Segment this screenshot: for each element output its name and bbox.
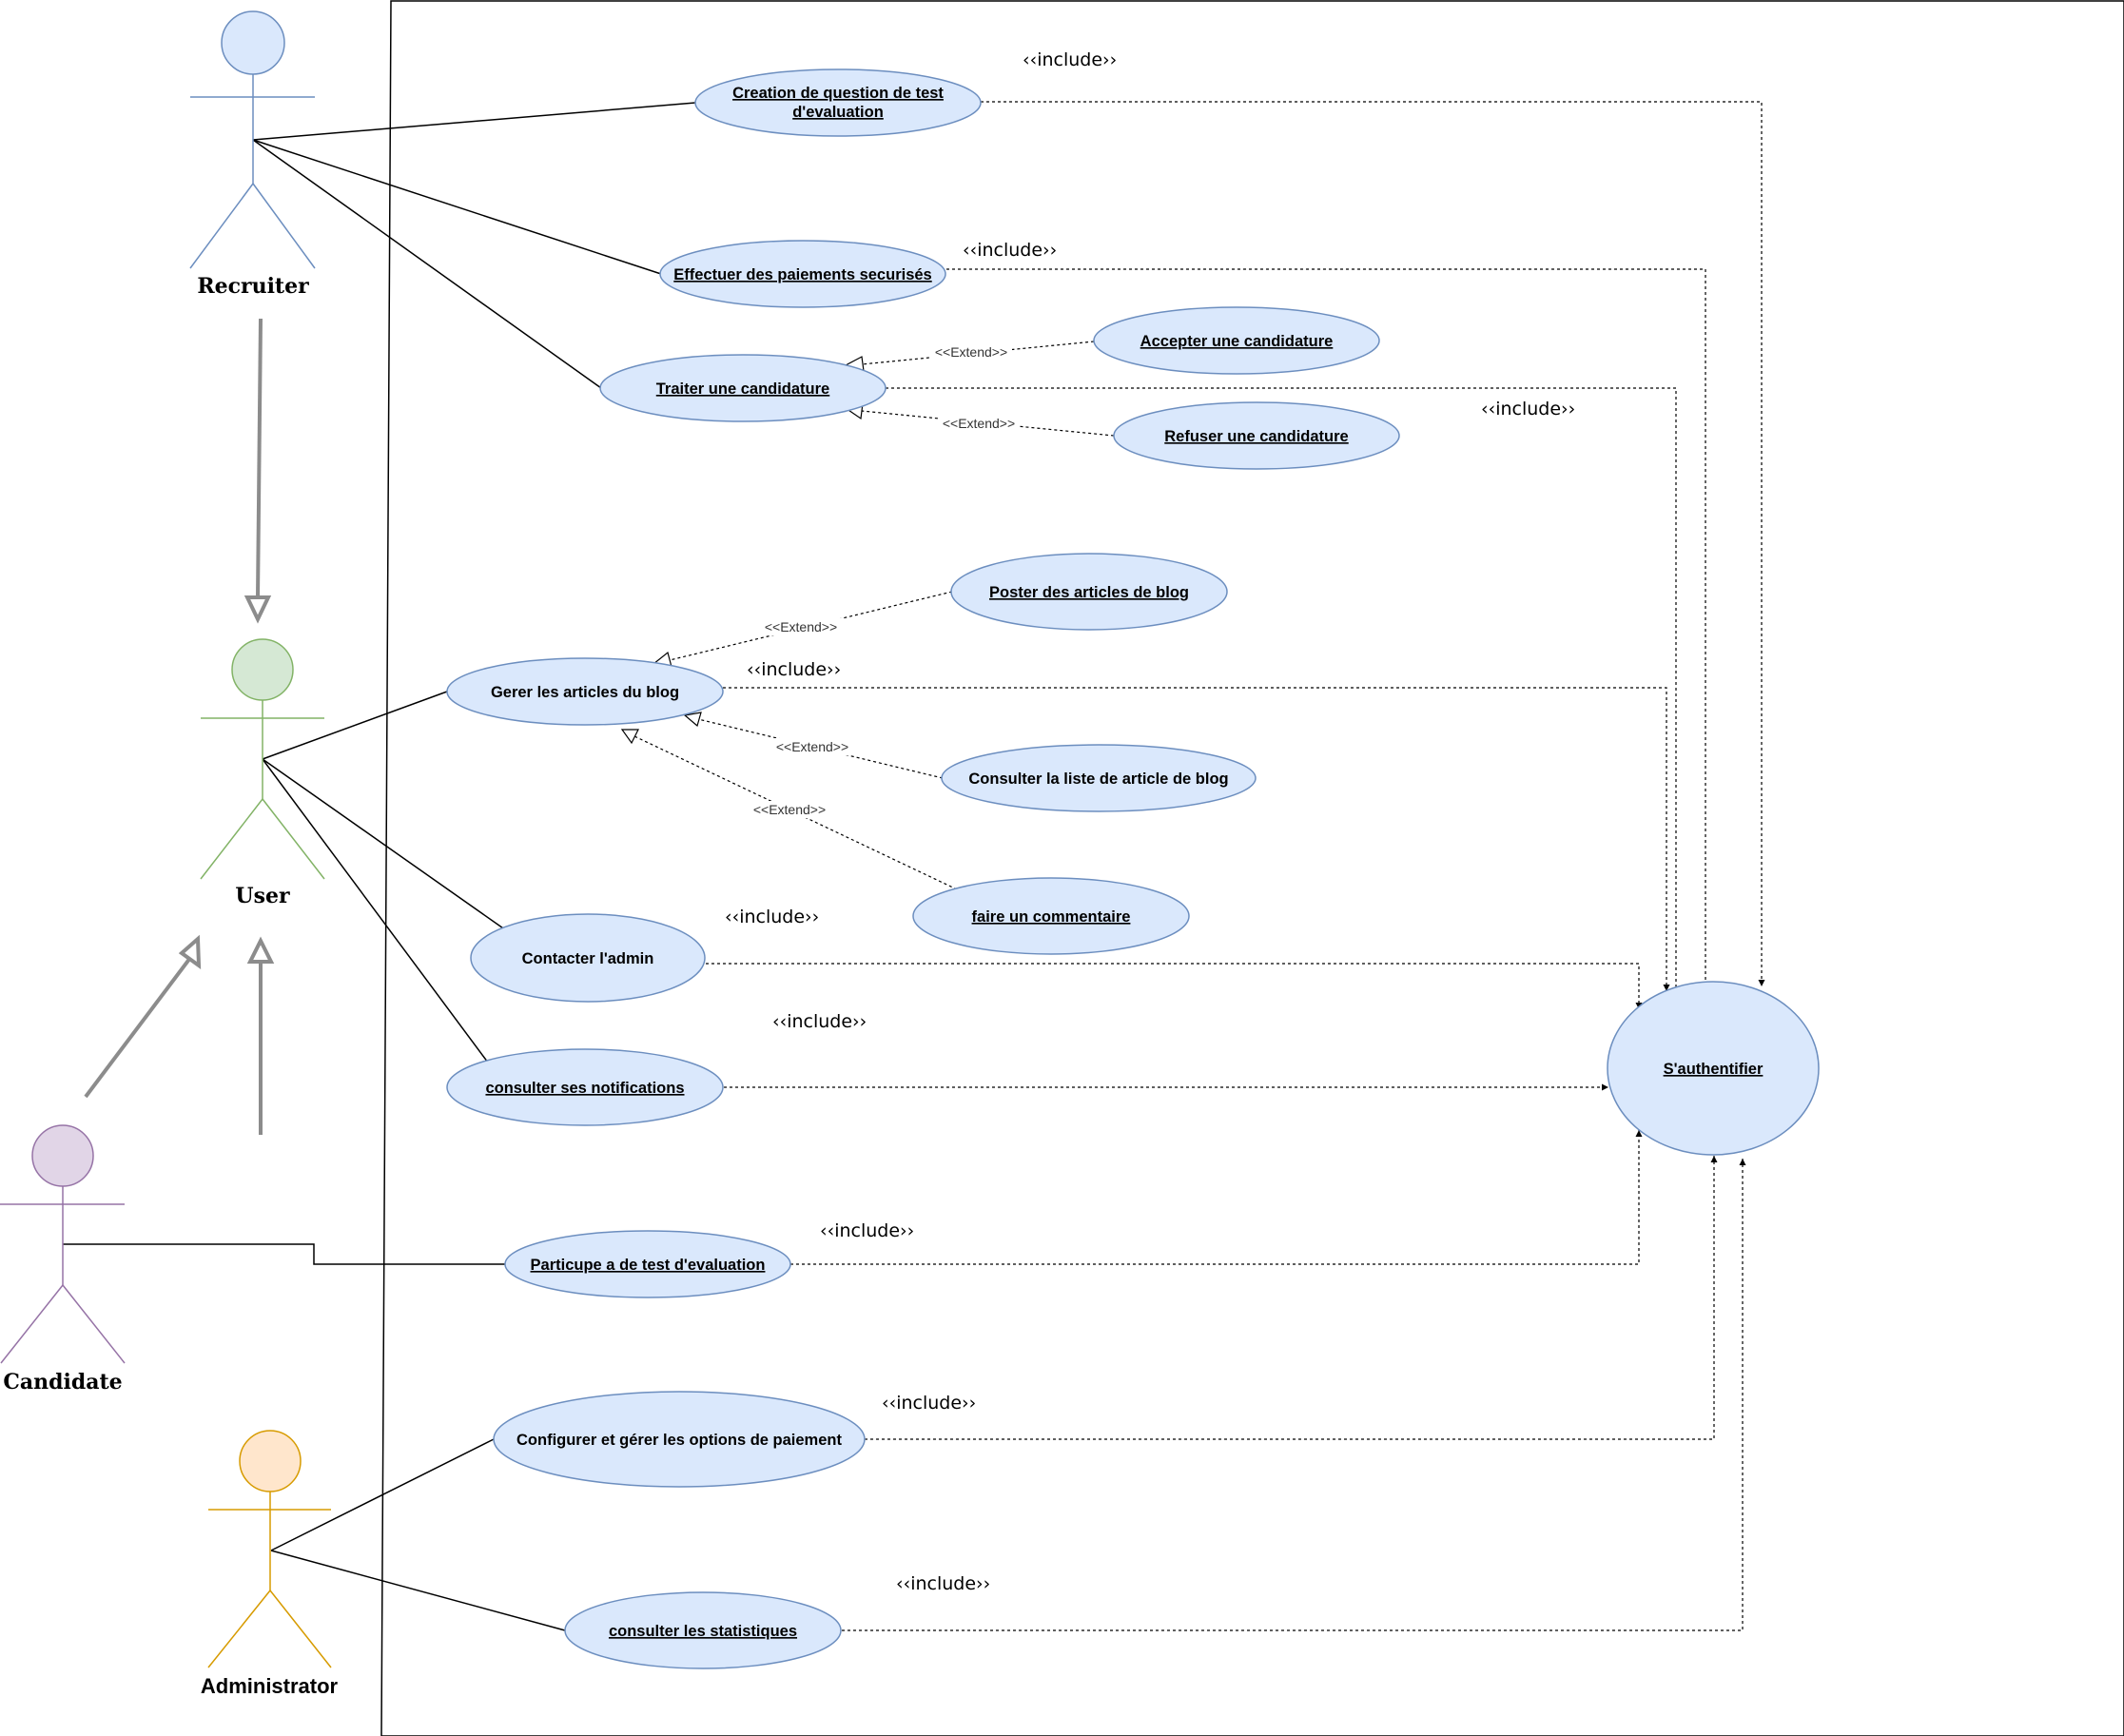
usecase-effectuer-paiements[interactable]: Effectuer des paiements securisés	[659, 240, 946, 308]
usecase-faire-commentaire-label: faire un commentaire	[972, 908, 1131, 926]
usecase-consulter-notifications[interactable]: consulter ses notifications	[446, 1048, 724, 1126]
usecase-effectuer-paiements-label: Effectuer des paiements securisés	[673, 266, 931, 283]
include-statistiques	[842, 1159, 1746, 1631]
include-label-contacter: ‹‹include››	[725, 907, 819, 927]
usecase-refuser-candidature-label: Refuser une candidature	[1164, 428, 1348, 445]
actor-recruiter-label: Recruiter	[197, 274, 309, 299]
generalizations	[84, 318, 275, 1135]
assoc-admin-configurer	[270, 1438, 495, 1551]
usecase-contacter-admin-label: Contacter l'admin	[522, 950, 654, 967]
assoc-user-notifications	[262, 758, 489, 1063]
actor-user-label: User	[235, 884, 290, 908]
assoc-recruiter-paiements	[252, 139, 662, 275]
include-label-notifications: ‹‹include››	[772, 1011, 867, 1032]
system-boundary	[380, 0, 2124, 1736]
include-contacter	[706, 963, 1643, 1009]
include-label-traiter: ‹‹include››	[1481, 399, 1575, 419]
extend-label-consulter-liste: <<Extend>>	[776, 739, 848, 754]
gen-recruiter-user-head	[244, 595, 272, 624]
actor-candidate-label: Candidate	[3, 1370, 122, 1395]
actor-user[interactable]	[200, 638, 325, 880]
actor-administrator-label: Administrator	[201, 1674, 339, 1698]
extend-commentaire-head	[620, 729, 639, 745]
extend-consulter-liste-head	[683, 712, 702, 728]
gen-candidate-user-diag-head	[178, 934, 202, 970]
actor-administrator[interactable]	[207, 1430, 332, 1668]
include-participe	[790, 1130, 1643, 1265]
actor-recruiter-head	[221, 10, 285, 75]
usecase-consulter-statistiques[interactable]: consulter les statistiques	[564, 1591, 842, 1669]
include-label-configurer: ‹‹include››	[882, 1393, 976, 1414]
gen-recruiter-user	[256, 318, 263, 598]
include-labels: ‹‹include›› ‹‹include›› ‹‹include›› ‹‹in…	[725, 49, 1575, 1594]
usecase-consulter-statistiques-label: consulter les statistiques	[609, 1623, 797, 1640]
usecase-traiter-candidature-label: Traiter une candidature	[656, 380, 829, 398]
include-creation	[981, 101, 1765, 986]
actor-candidate[interactable]	[0, 1124, 126, 1364]
usecase-consulter-notifications-label: consulter ses notifications	[485, 1080, 684, 1097]
actor-user-head	[231, 638, 294, 701]
usecase-configurer-paiement-label: Configurer et gérer les options de paiem…	[516, 1432, 842, 1449]
usecase-traiter-candidature[interactable]: Traiter une candidature	[599, 354, 887, 422]
usecase-contacter-admin[interactable]: Contacter l'admin	[470, 913, 706, 1003]
assoc-recruiter-creation	[252, 102, 696, 141]
extend-label-poster: <<Extend>>	[765, 619, 837, 634]
actor-recruiter[interactable]	[189, 10, 316, 269]
gen-candidate-user-diag	[84, 956, 192, 1099]
extend-label-accepter: <<Extend>>	[935, 344, 1007, 360]
extend-label-commentaire: <<Extend>>	[753, 802, 826, 817]
actor-candidate-head	[31, 1124, 94, 1187]
include-dependencies	[706, 101, 1765, 1631]
include-label-statistiques: ‹‹include››	[896, 1573, 990, 1594]
usecase-authentifier[interactable]: S'authentifier	[1607, 981, 1820, 1156]
usecase-consulter-liste-label: Consulter la liste de article de blog	[968, 770, 1228, 788]
extend-labels: <<Extend>> <<Extend>> <<Extend>> <<Exten…	[749, 343, 1020, 818]
assoc-recruiter-traiter	[252, 139, 602, 389]
include-label-gerer: ‹‹include››	[747, 659, 841, 680]
assoc-user-contacter	[262, 758, 507, 931]
usecase-creation-question[interactable]: Creation de question de test d'evaluatio…	[694, 68, 982, 137]
extend-label-refuser: <<Extend>>	[943, 416, 1015, 431]
usecase-consulter-liste[interactable]: Consulter la liste de article de blog	[941, 744, 1257, 812]
include-label-creation: ‹‹include››	[1023, 49, 1117, 70]
include-label-participe: ‹‹include››	[820, 1220, 914, 1241]
usecase-configurer-paiement[interactable]: Configurer et gérer les options de paiem…	[493, 1391, 866, 1488]
usecase-participe-test[interactable]: Particupe a de test d'evaluation	[504, 1230, 791, 1298]
usecase-gerer-articles-label: Gerer les articles du blog	[491, 684, 679, 701]
usecase-poster-articles[interactable]: Poster des articles de blog	[950, 553, 1228, 631]
actor-administrator-head	[239, 1430, 302, 1492]
associations	[63, 102, 696, 1631]
assoc-user-gerer	[262, 691, 448, 760]
usecase-participe-test-label: Particupe a de test d'evaluation	[531, 1257, 766, 1274]
usecase-accepter-candidature[interactable]: Accepter une candidature	[1093, 306, 1380, 375]
gen-candidate-user-vert-head	[246, 936, 275, 964]
usecase-accepter-candidature-label: Accepter une candidature	[1140, 333, 1334, 350]
include-gerer	[723, 687, 1670, 991]
usecase-authentifier-label: S'authentifier	[1664, 1061, 1764, 1078]
include-configurer	[865, 1156, 1718, 1440]
usecase-faire-commentaire[interactable]: faire un commentaire	[912, 877, 1190, 955]
usecase-poster-articles-label: Poster des articles de blog	[989, 584, 1189, 601]
usecase-creation-question-line1: Creation de question de test	[732, 85, 944, 102]
include-traiter	[886, 387, 1680, 994]
usecase-refuser-candidature[interactable]: Refuser une candidature	[1113, 401, 1400, 470]
usecase-gerer-articles[interactable]: Gerer les articles du blog	[446, 657, 724, 726]
include-label-paiements: ‹‹include››	[963, 240, 1057, 261]
assoc-admin-statistiques	[270, 1550, 566, 1631]
usecase-creation-question-line2: d'evaluation	[792, 104, 884, 121]
assoc-candidate-participe	[63, 1243, 505, 1265]
include-paiements	[946, 268, 1709, 989]
